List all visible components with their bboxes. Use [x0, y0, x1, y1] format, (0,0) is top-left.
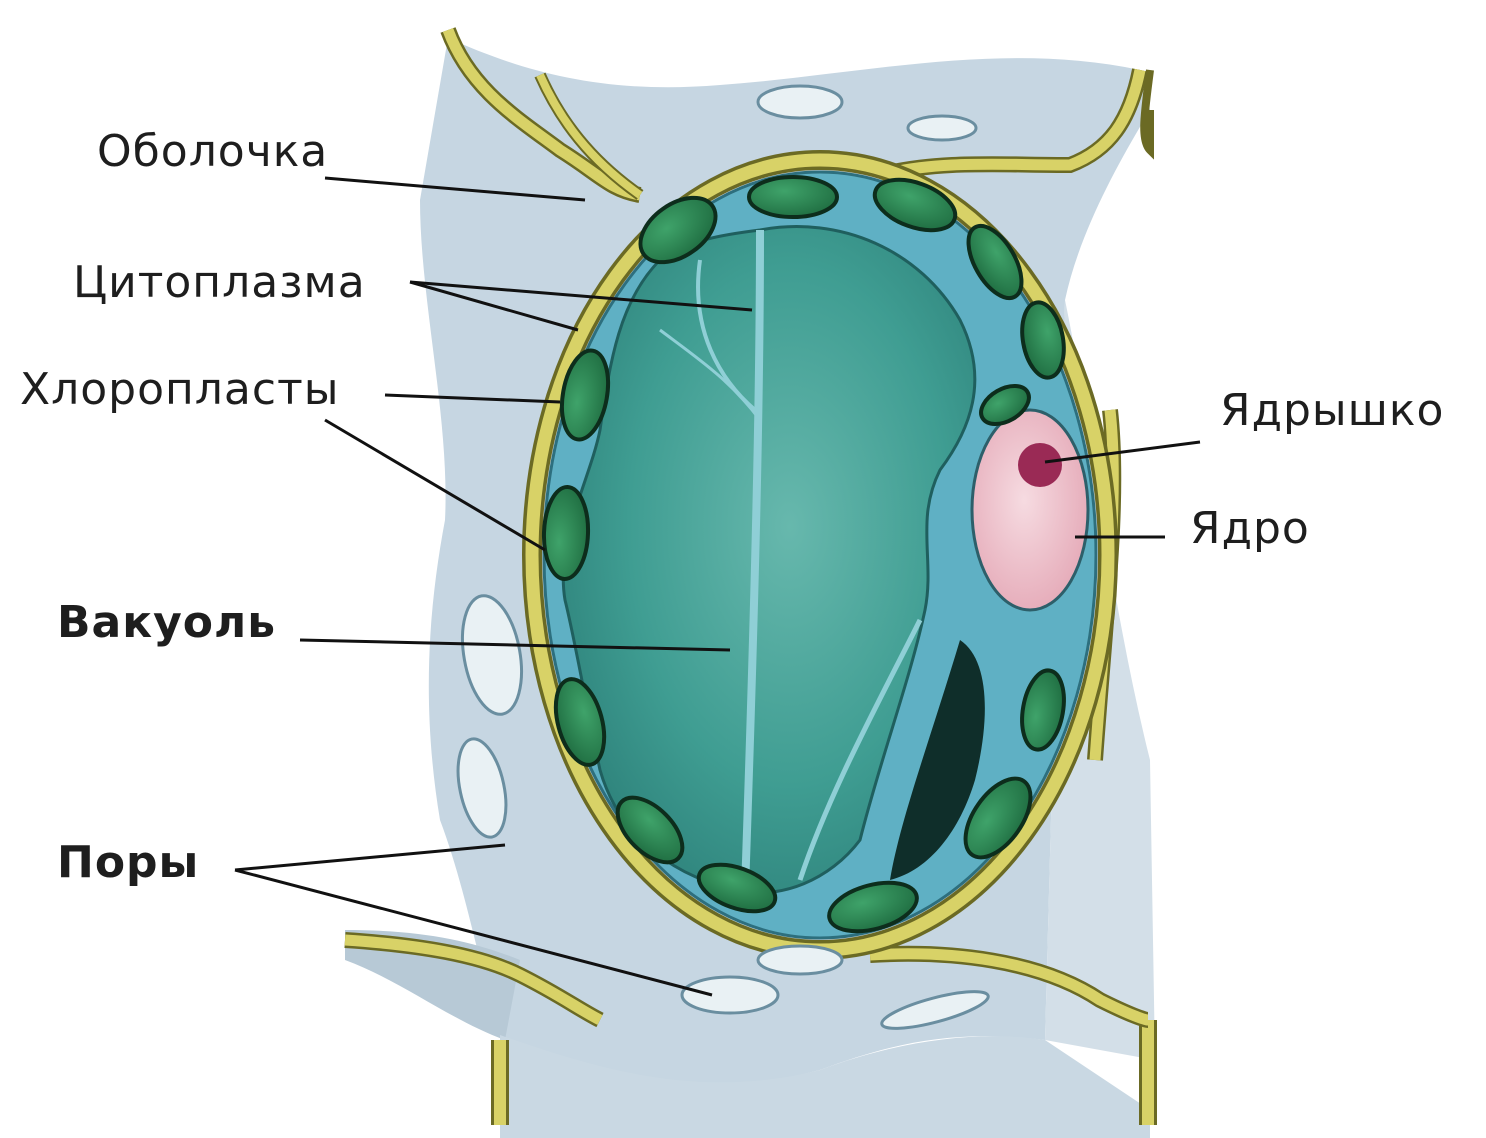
wall-top-corner — [1144, 70, 1150, 150]
nucleus-group — [972, 410, 1088, 610]
chloroplast — [542, 486, 589, 579]
pore — [758, 86, 842, 118]
label-vacuole: Вакуоль — [57, 597, 276, 648]
nucleolus — [1018, 443, 1062, 487]
chloroplast — [749, 177, 837, 217]
pore — [682, 977, 778, 1013]
label-nucleus: Ядро — [1190, 503, 1310, 554]
label-chloroplasts: Хлоропласты — [20, 364, 339, 415]
label-cytoplasm: Цитоплазма — [73, 257, 366, 308]
label-wall: Оболочка — [97, 126, 328, 177]
label-nucleolus: Ядрышко — [1220, 385, 1444, 436]
label-pores: Поры — [57, 837, 199, 888]
pore — [908, 116, 976, 140]
pore — [758, 946, 842, 974]
nucleus — [972, 410, 1088, 610]
